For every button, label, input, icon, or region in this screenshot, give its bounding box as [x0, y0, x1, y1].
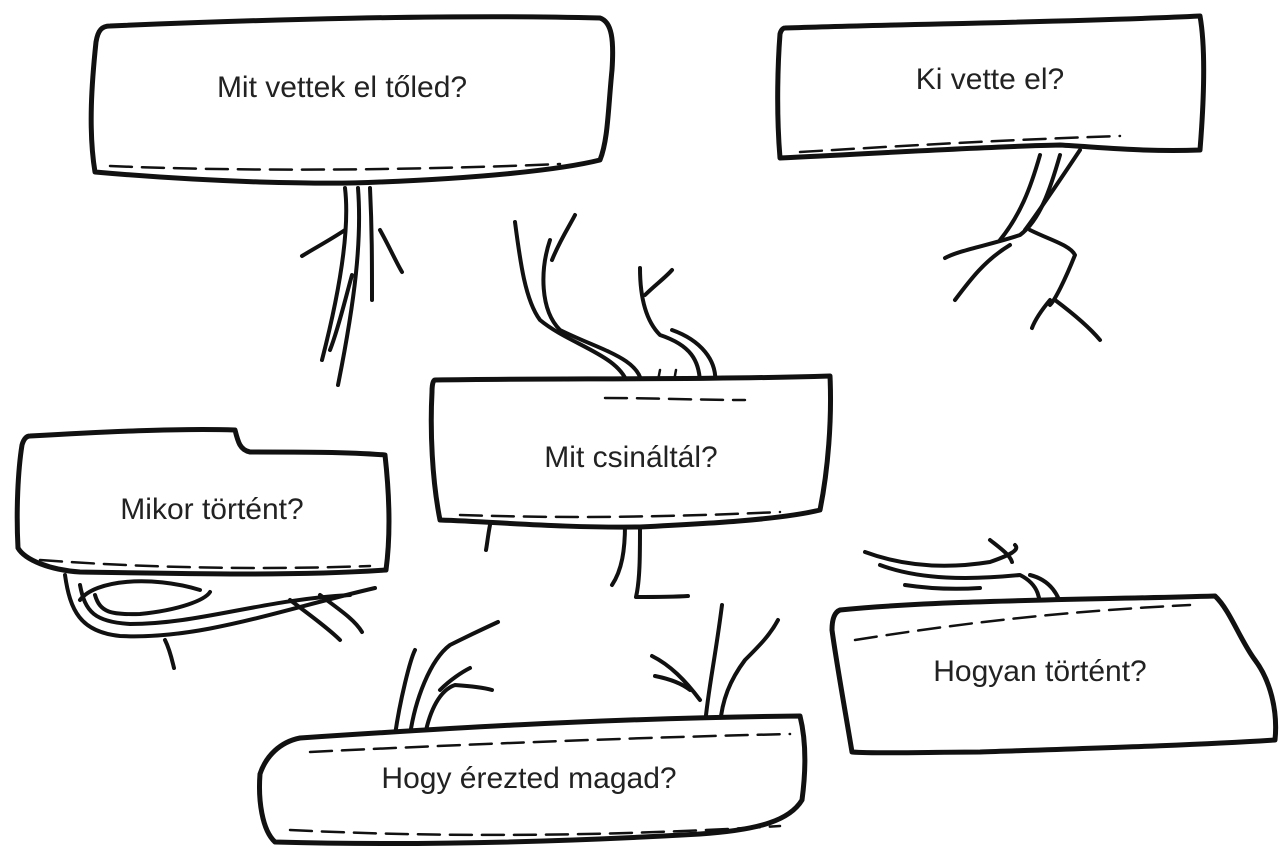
sign-when-roots	[65, 575, 375, 668]
sign-how-text: Hogyan történt?	[933, 655, 1146, 688]
sign-what-did-roots	[515, 215, 715, 398]
sign-what-did-text: Mit csináltál?	[544, 441, 717, 474]
sign-feel-text: Hogy érezted magad?	[381, 762, 676, 795]
sign-when: Mikor történt?	[17, 429, 389, 668]
sign-how: Hogyan történt?	[832, 540, 1276, 753]
sign-who-took-roots	[945, 150, 1100, 340]
sign-what-did: Mit csináltál?	[431, 215, 830, 597]
sign-who-took: Ki vette el?	[778, 16, 1204, 340]
sign-who-took-text: Ki vette el?	[916, 63, 1064, 96]
sign-what-taken-text: Mit vettek el tőled?	[217, 71, 467, 104]
sign-what-did-lower-roots	[486, 525, 688, 597]
sign-what-taken: Mit vettek el tőled?	[91, 17, 612, 385]
sign-when-text: Mikor történt?	[120, 493, 303, 526]
sign-what-taken-roots	[302, 188, 402, 385]
